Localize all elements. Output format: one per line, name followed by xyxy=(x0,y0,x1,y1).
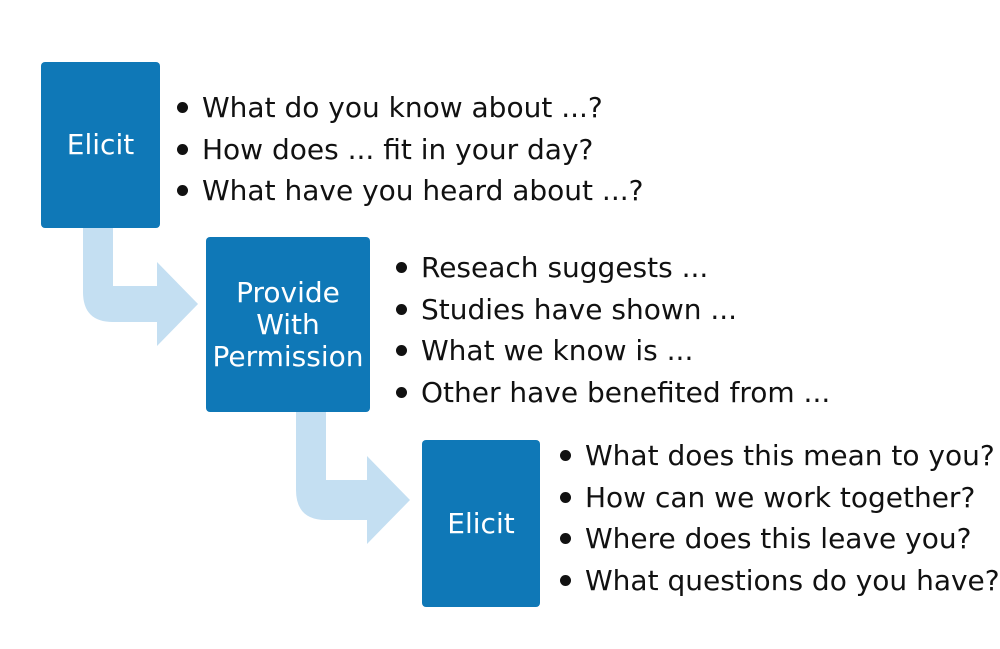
list-item-text: Other have benefited from ... xyxy=(421,375,831,409)
list-item-text: How can we work together? xyxy=(585,480,976,514)
list-item: What does this mean to you? xyxy=(560,435,1000,477)
list-item: Reseach suggests ... xyxy=(396,247,830,289)
list-item-text: What have you heard about ...? xyxy=(202,174,644,208)
step-box-elicit-1: Elicit xyxy=(41,62,160,228)
step-3-question-list: What does this mean to you? How can we w… xyxy=(560,435,1000,601)
list-item: How can we work together? xyxy=(560,477,1000,519)
list-item-text: How does ... fit in your day? xyxy=(202,132,594,166)
step-label: Provide With Permission xyxy=(212,275,364,373)
bullet-icon xyxy=(396,303,407,315)
bullet-icon xyxy=(396,345,407,357)
list-item: What do you know about ...? xyxy=(177,87,644,129)
list-item-text: What questions do you have? xyxy=(585,563,1000,597)
arrow-step1-to-step2 xyxy=(83,228,198,346)
list-item: What questions do you have? xyxy=(560,560,1000,602)
list-item-text: What do you know about ...? xyxy=(202,91,603,125)
step-box-elicit-2: Elicit xyxy=(422,440,540,607)
list-item-text: What we know is ... xyxy=(421,334,694,368)
list-item-text: Reseach suggests ... xyxy=(421,251,709,285)
list-item-text: Studies have shown ... xyxy=(421,292,738,326)
step-label: Elicit xyxy=(447,506,515,540)
step-2-statement-list: Reseach suggests ... Studies have shown … xyxy=(396,247,830,413)
bullet-icon xyxy=(396,262,407,274)
list-item: What we know is ... xyxy=(396,330,830,372)
bullet-icon xyxy=(560,574,571,586)
list-item-text: Where does this leave you? xyxy=(585,522,972,556)
step-1-question-list: What do you know about ...? How does ...… xyxy=(177,87,644,212)
step-box-provide-with-permission: Provide With Permission xyxy=(206,237,370,412)
bullet-icon xyxy=(396,386,407,398)
bullet-icon xyxy=(177,102,188,114)
list-item: Studies have shown ... xyxy=(396,289,830,331)
bullet-icon xyxy=(560,533,571,545)
bullet-icon xyxy=(560,450,571,462)
list-item-text: What does this mean to you? xyxy=(585,439,995,473)
bullet-icon xyxy=(177,143,188,155)
bullet-icon xyxy=(560,491,571,503)
list-item: Other have benefited from ... xyxy=(396,372,830,414)
arrow-step2-to-step3 xyxy=(296,412,410,544)
step-label: Elicit xyxy=(66,128,135,161)
bullet-icon xyxy=(177,185,188,197)
list-item: How does ... fit in your day? xyxy=(177,129,644,171)
list-item: Where does this leave you? xyxy=(560,518,1000,560)
list-item: What have you heard about ...? xyxy=(177,170,644,212)
